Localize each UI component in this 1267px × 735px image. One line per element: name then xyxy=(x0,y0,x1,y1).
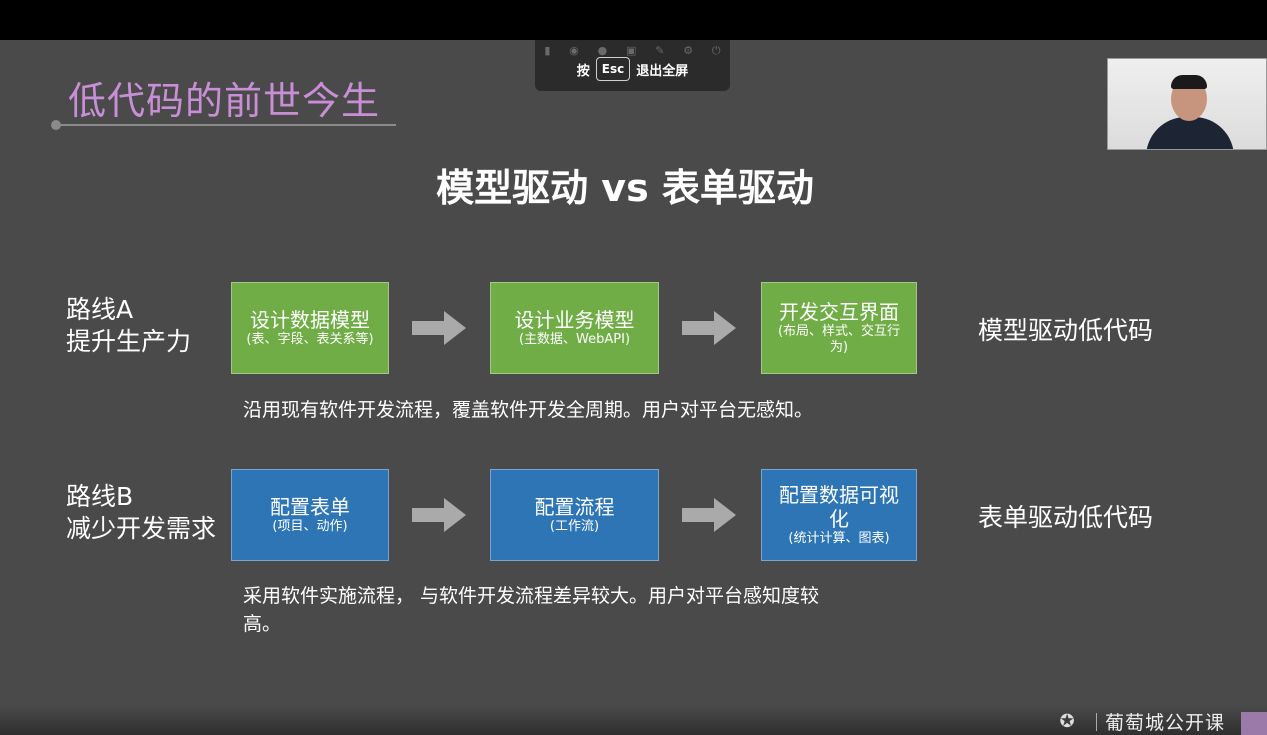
route-a-name: 路线A xyxy=(66,295,134,324)
step-title: 配置流程 xyxy=(534,495,615,519)
power-icon[interactable]: ⏻ xyxy=(711,44,721,57)
step-title: 配置表单 xyxy=(270,495,350,519)
route-a-note: 沿用现有软件开发流程，覆盖软件开发全周期。用户对平台无感知。 xyxy=(243,399,814,421)
step-title: 设计业务模型 xyxy=(514,308,635,332)
step-detail: (统计计算、图表) xyxy=(788,531,890,546)
route-b-label: 路线B 减少开发需求 xyxy=(66,481,216,545)
route-b-note: 采用软件实施流程， 与软件开发流程差异较大。用户对平台感知度较高。 xyxy=(243,585,820,635)
route-a-step-2: 设计业务模型 (主数据、WebAPI) xyxy=(490,282,659,374)
step-detail: (主数据、WebAPI) xyxy=(518,332,631,347)
exit-fullscreen-hint: 按 Esc 退出全屏 xyxy=(535,54,730,84)
route-b-step-2: 配置流程 (工作流) xyxy=(490,469,659,561)
brand-logo: ✪ 葡萄城公开课 xyxy=(1048,708,1267,735)
settings-icon[interactable]: ⚙ xyxy=(683,44,694,57)
route-b-goal: 减少开发需求 xyxy=(66,514,217,543)
mic-icon[interactable]: ● xyxy=(597,44,608,57)
step-title: 设计数据模型 xyxy=(250,308,370,332)
step-title: 开发交互界面 xyxy=(779,300,899,324)
camera-icon[interactable]: ▣ xyxy=(626,44,637,57)
route-b-result: 表单驱动低代码 xyxy=(978,503,1154,532)
route-a-goal: 提升生产力 xyxy=(66,327,192,356)
hint-suffix: 退出全屏 xyxy=(636,63,689,79)
bottom-bar xyxy=(0,705,1267,735)
toolbar-icons: ▮ ◉ ● ▣ ✎ ⚙ ⏻ xyxy=(535,44,730,62)
presenter-hair xyxy=(1171,75,1207,89)
logo-divider xyxy=(1096,712,1097,731)
tool-icon[interactable]: ✎ xyxy=(655,44,665,57)
step-detail: (布局、样式、交互行为) xyxy=(777,324,901,355)
slide-heading: 模型驱动 vs 表单驱动 xyxy=(436,166,814,210)
step-detail: (项目、动作) xyxy=(272,519,348,534)
corner-tab xyxy=(1241,712,1267,735)
presenter-body xyxy=(1146,117,1234,149)
right-arrow-icon xyxy=(682,498,738,532)
presenter-webcam[interactable] xyxy=(1107,58,1267,150)
right-arrow-icon xyxy=(412,311,468,345)
title-underline xyxy=(56,124,396,126)
fullscreen-toolbar: ▮ ◉ ● ▣ ✎ ⚙ ⏻ 按 Esc 退出全屏 xyxy=(535,40,730,91)
route-a-step-3: 开发交互界面 (布局、样式、交互行为) xyxy=(761,282,917,374)
right-arrow-icon xyxy=(682,311,738,345)
step-title: 配置数据可视化 xyxy=(779,483,899,531)
route-b-name: 路线B xyxy=(66,482,134,511)
route-b-step-1: 配置表单 (项目、动作) xyxy=(231,469,389,561)
brand-name: 葡萄城公开课 xyxy=(1105,712,1226,734)
record-icon[interactable]: ◉ xyxy=(569,44,579,57)
grapecity-logo-icon: ✪ xyxy=(1059,710,1075,732)
slide-title: 低代码的前世今生 xyxy=(68,79,381,123)
route-a-step-1: 设计数据模型 (表、字段、表关系等) xyxy=(231,282,389,374)
right-arrow-icon xyxy=(412,498,468,532)
hint-prefix: 按 xyxy=(576,63,590,79)
step-detail: (工作流) xyxy=(549,519,600,534)
step-detail: (表、字段、表关系等) xyxy=(246,332,374,347)
route-a-result: 模型驱动低代码 xyxy=(978,316,1154,345)
route-a-label: 路线A 提升生产力 xyxy=(66,294,191,358)
signal-icon[interactable]: ▮ xyxy=(544,44,551,57)
top-black-bar xyxy=(0,0,1267,40)
route-b-step-3: 配置数据可视化 (统计计算、图表) xyxy=(761,469,917,561)
esc-key[interactable]: Esc xyxy=(595,57,631,81)
